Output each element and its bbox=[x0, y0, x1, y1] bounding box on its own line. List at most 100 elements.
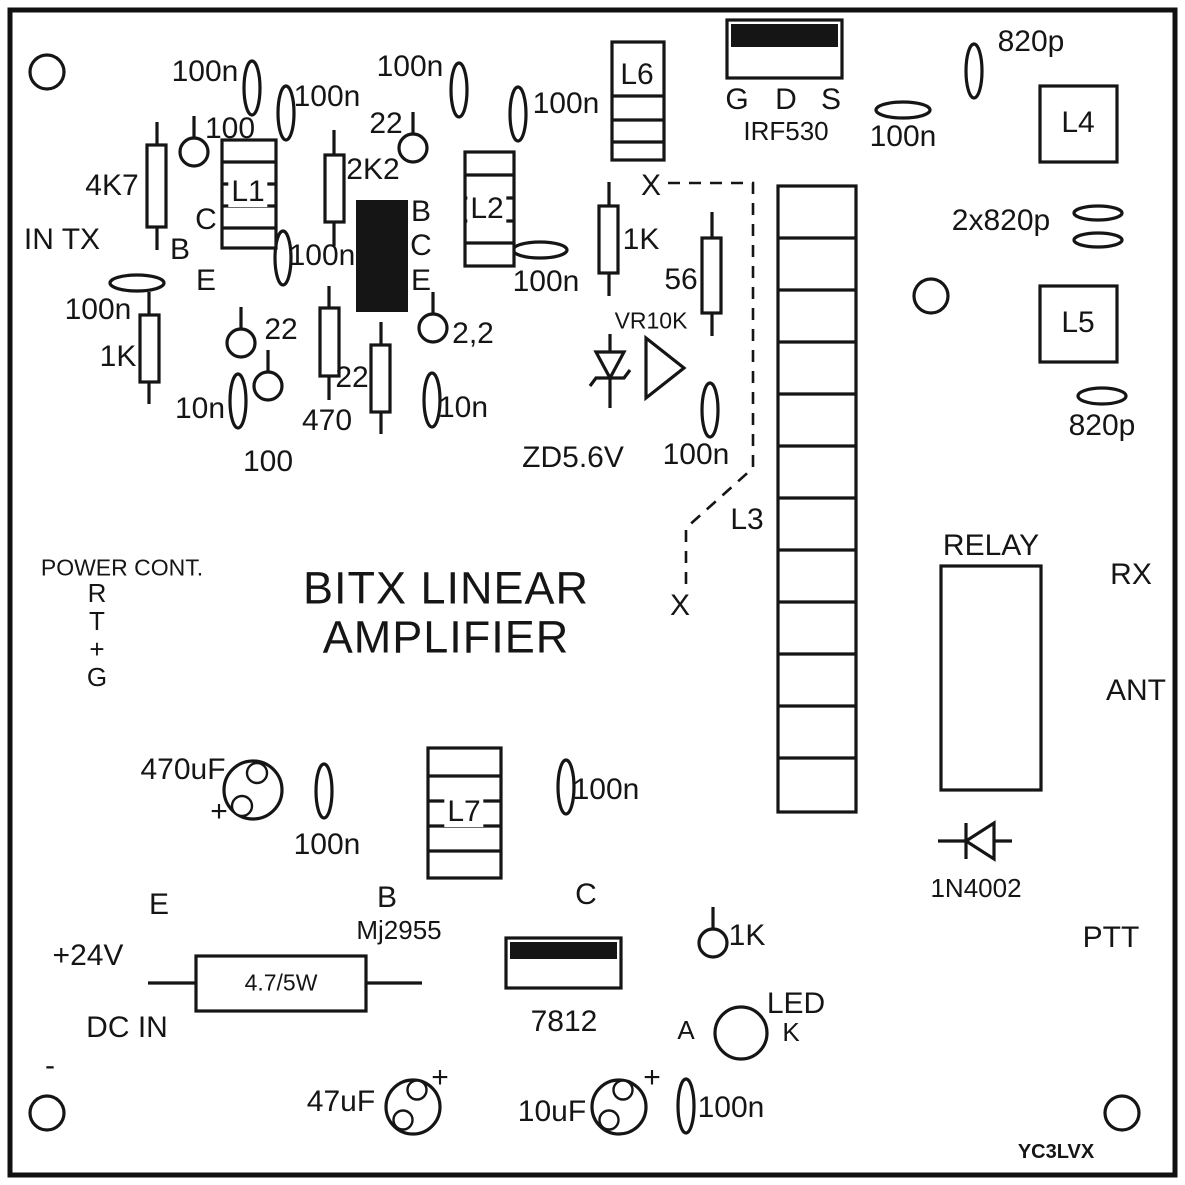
label-100n: 100n bbox=[293, 80, 361, 113]
label-pin-d: D bbox=[775, 83, 797, 116]
label-l2: L2 bbox=[467, 194, 507, 224]
label-l7: L7 bbox=[444, 797, 484, 827]
label-1k: 1K bbox=[728, 919, 766, 952]
label-pin-b: B bbox=[410, 195, 432, 228]
label-x-bottom: X bbox=[669, 589, 691, 622]
capacitor-icon bbox=[1076, 386, 1128, 406]
electrolytic-cap-icon bbox=[222, 759, 284, 821]
label-10n: 10n bbox=[437, 391, 489, 424]
capacitor-icon bbox=[276, 84, 296, 142]
label-mj2955: Mj2955 bbox=[356, 915, 442, 945]
label-pin-e: E bbox=[195, 264, 217, 297]
mounting-hole bbox=[1103, 1094, 1141, 1132]
label-pin-g: G bbox=[725, 83, 749, 116]
label-10uf: 10uF bbox=[517, 1095, 587, 1128]
label-l4: L4 bbox=[1061, 106, 1095, 139]
label-100n: 100n bbox=[376, 50, 444, 83]
label-l5: L5 bbox=[1061, 306, 1095, 339]
label-dc-in: DC IN bbox=[86, 1011, 168, 1044]
electrolytic-cap-icon bbox=[590, 1078, 648, 1136]
trimmer-icon bbox=[178, 116, 210, 168]
label-pin-e: E bbox=[148, 888, 170, 921]
electrolytic-cap-icon bbox=[384, 1078, 442, 1136]
label-rx: RX bbox=[1110, 558, 1152, 591]
label-100: 100 bbox=[242, 445, 294, 478]
trimmer-icon bbox=[225, 307, 257, 359]
resistor-icon bbox=[318, 286, 341, 400]
label-ptt: PTT bbox=[1082, 921, 1140, 954]
label-100n: 100n bbox=[288, 239, 356, 272]
capacitor-icon bbox=[108, 273, 166, 293]
label-pc-t: T bbox=[89, 606, 105, 636]
label-x-top: X bbox=[640, 169, 662, 202]
capacitor-icon bbox=[874, 100, 932, 120]
label-pc-r: R bbox=[87, 578, 107, 608]
driver-transistor-package bbox=[356, 200, 408, 312]
capacitor-icon bbox=[964, 42, 984, 100]
label-100n: 100n bbox=[512, 265, 580, 298]
label-24v: +24V bbox=[52, 939, 124, 972]
vr10k-icon bbox=[644, 334, 687, 402]
label-plus: + bbox=[210, 795, 228, 828]
label-100n: 100n bbox=[171, 55, 239, 88]
label-10n: 10n bbox=[174, 392, 226, 425]
label-pin-k: K bbox=[782, 1017, 800, 1047]
label-led: LED bbox=[766, 987, 826, 1020]
label-minus: - bbox=[45, 1049, 55, 1082]
page-title-line2: AMPLIFIER bbox=[322, 611, 570, 663]
diode-1n4002-icon bbox=[938, 820, 1012, 862]
label-plus: + bbox=[431, 1061, 449, 1094]
label-pin-s: S bbox=[820, 83, 842, 116]
label-plus: + bbox=[643, 1061, 661, 1094]
regulator-7812-package bbox=[504, 936, 623, 990]
label-1k: 1K bbox=[99, 340, 137, 373]
label-irf530: IRF530 bbox=[743, 116, 829, 146]
label-820p: 820p bbox=[997, 25, 1065, 58]
label-100n: 100n bbox=[662, 438, 730, 471]
inductor-l4 bbox=[1038, 84, 1119, 164]
label-56: 56 bbox=[664, 263, 698, 296]
capacitor-icon bbox=[508, 85, 528, 143]
label-l1: L1 bbox=[228, 177, 268, 207]
label-100: 100 bbox=[204, 112, 256, 145]
capacitor-icon bbox=[676, 1077, 696, 1135]
label-l3: L3 bbox=[730, 503, 764, 536]
resistor-icon bbox=[700, 212, 723, 336]
label-pin-b: B bbox=[169, 233, 191, 266]
capacitor-icon bbox=[242, 59, 262, 117]
label-22: 22 bbox=[335, 361, 369, 394]
label-credit: YC3LVX bbox=[1017, 1141, 1095, 1163]
label-100n: 100n bbox=[293, 828, 361, 861]
capacitor-icon bbox=[511, 240, 569, 260]
trimmer-icon bbox=[697, 907, 729, 959]
capacitor-icon bbox=[700, 381, 720, 439]
label-100n: 100n bbox=[869, 120, 937, 153]
capacitor-icon bbox=[1072, 204, 1124, 222]
led-icon bbox=[713, 1005, 769, 1061]
label-pin-c: C bbox=[575, 878, 597, 911]
capacitor-icon bbox=[449, 61, 469, 119]
capacitor-icon bbox=[1072, 231, 1124, 249]
label-pc-g: G bbox=[86, 662, 108, 692]
capacitor-icon bbox=[314, 762, 334, 820]
label-1k: 1K bbox=[622, 223, 660, 256]
mounting-hole bbox=[28, 53, 66, 91]
label-7812: 7812 bbox=[530, 1005, 598, 1038]
zener-diode-icon bbox=[588, 334, 632, 408]
resistor-icon bbox=[323, 130, 346, 246]
relay-box bbox=[939, 564, 1043, 792]
label-relay: RELAY bbox=[942, 529, 1040, 562]
label-470uf: 470uF bbox=[140, 753, 226, 786]
capacitor-icon bbox=[228, 372, 248, 430]
mounting-hole bbox=[912, 277, 950, 315]
label-4k7: 4K7 bbox=[85, 169, 139, 202]
capacitor-icon bbox=[556, 758, 576, 816]
trimmer-icon bbox=[417, 292, 449, 344]
label-pin-b: B bbox=[376, 881, 398, 914]
label-l6: L6 bbox=[617, 60, 657, 90]
trimmer-icon bbox=[252, 350, 284, 402]
resistor-icon bbox=[145, 122, 168, 250]
capacitor-icon bbox=[422, 371, 442, 429]
